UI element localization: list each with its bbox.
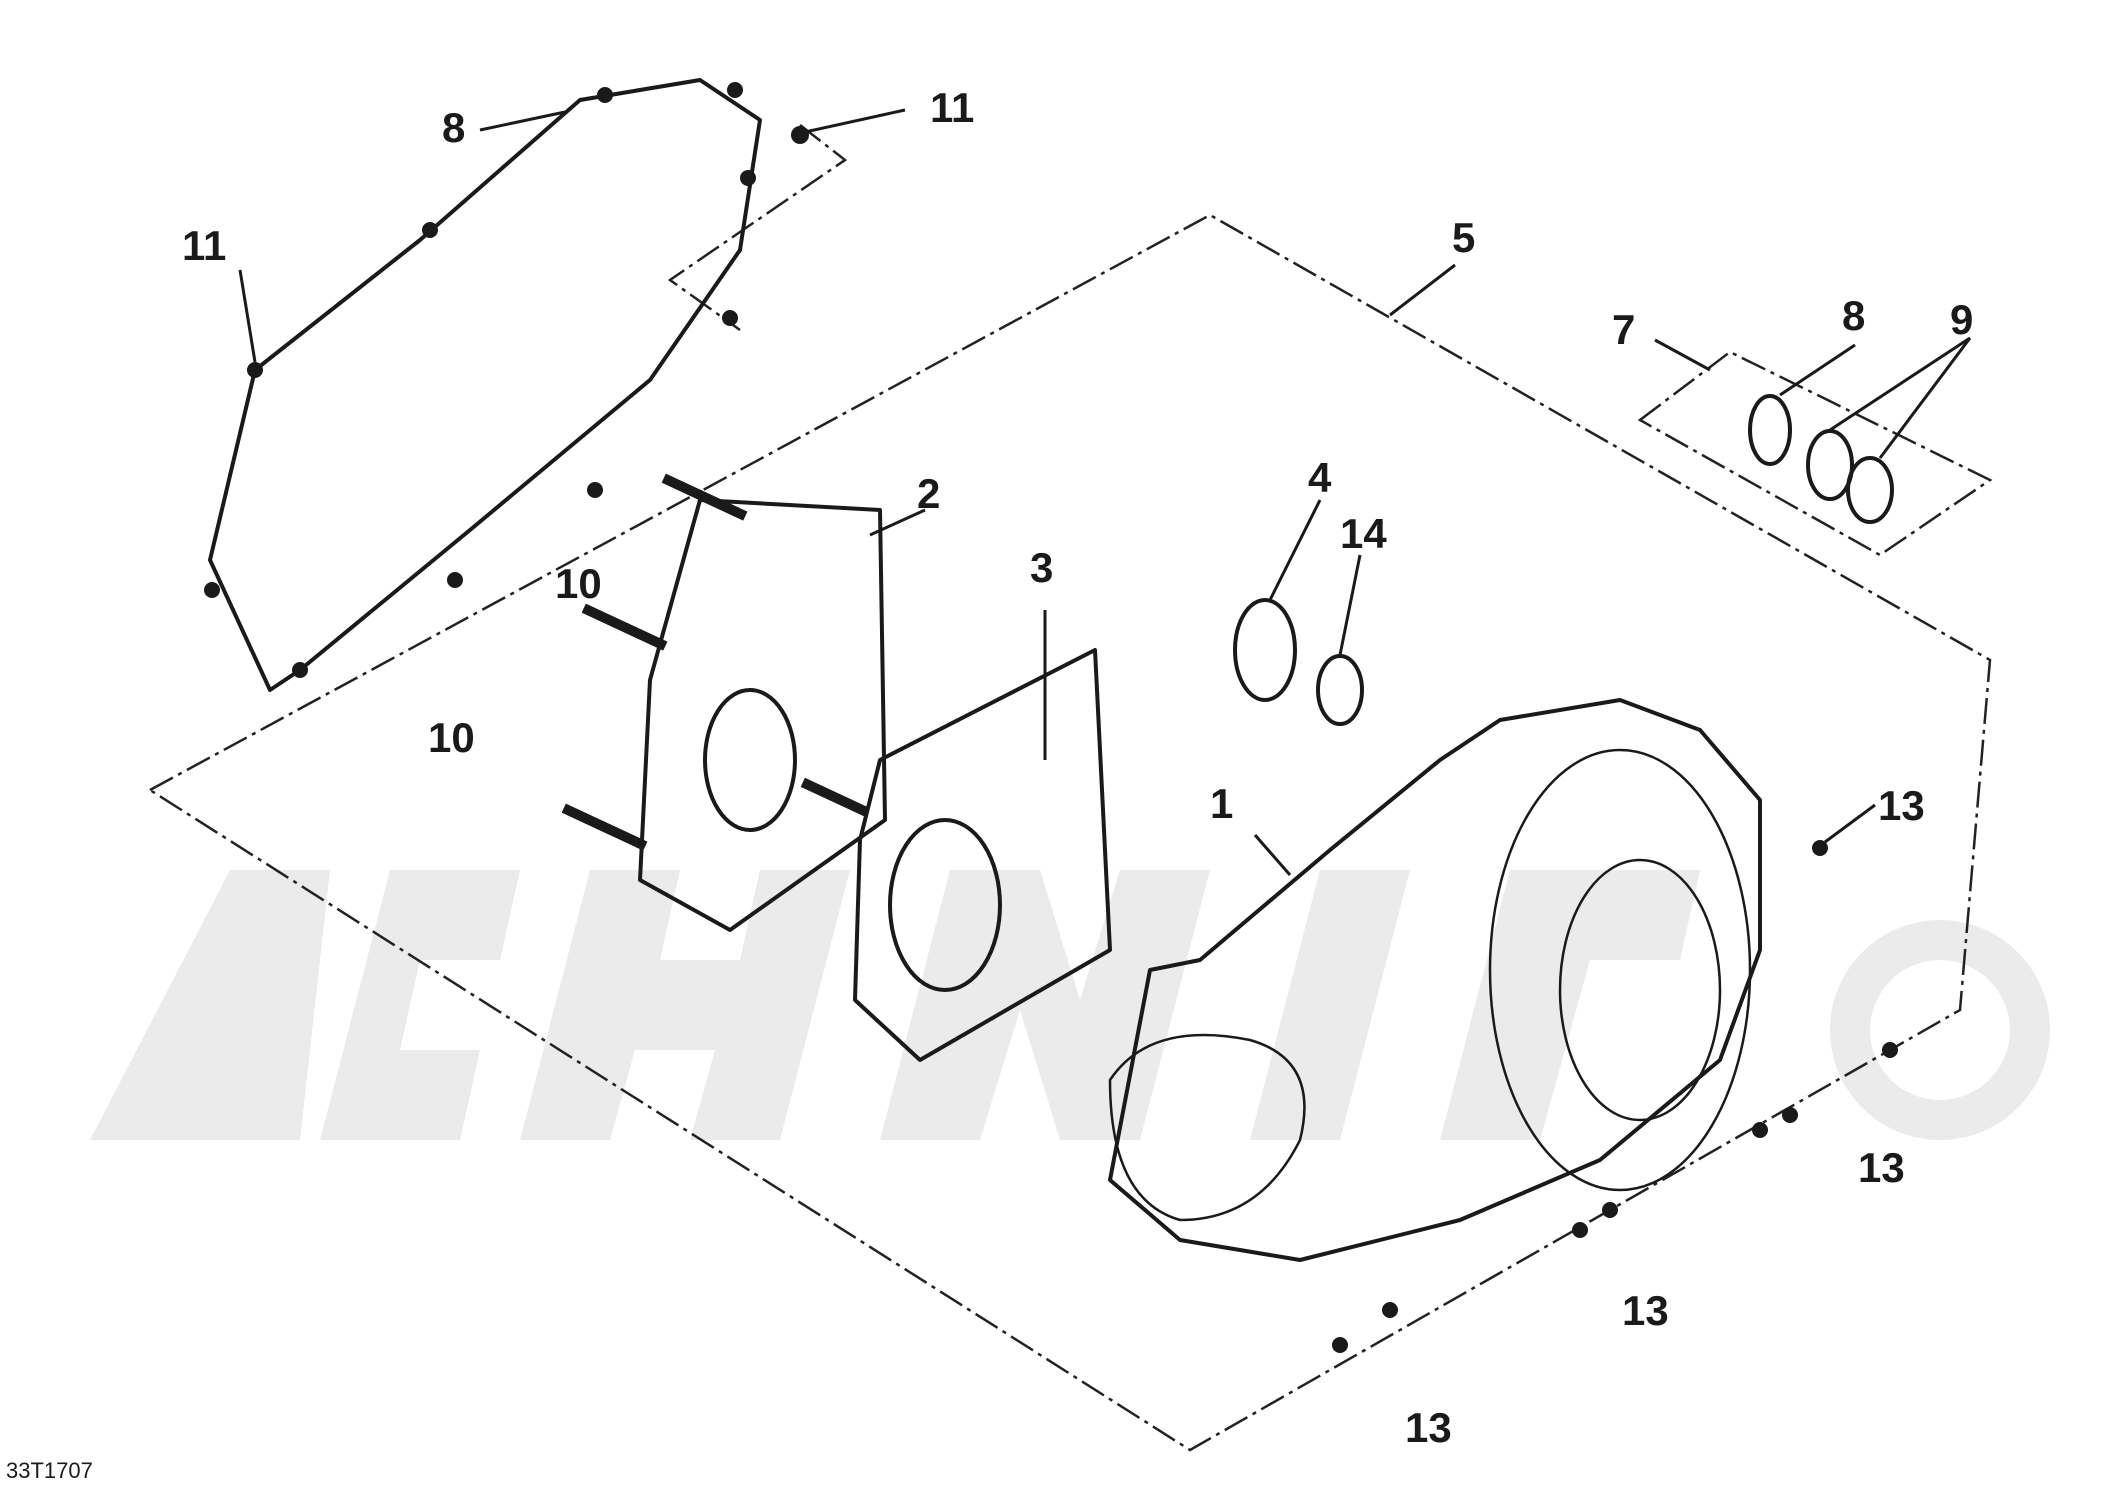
callout-5: 5 — [1452, 214, 1475, 261]
callout-13d: 13 — [1405, 1404, 1452, 1451]
group-11-outline — [667, 124, 848, 332]
outer-clutch-cover — [1108, 698, 1762, 1262]
callout-13a: 13 — [1878, 782, 1925, 829]
reference-code: 33T1707 — [6, 1458, 93, 1483]
inner-cover-opening — [703, 688, 797, 832]
callout-11a: 11 — [930, 84, 974, 131]
callout-labels: 8 11 11 5 7 8 9 2 4 14 3 10 10 1 13 13 1… — [182, 84, 1973, 1451]
bearing — [1316, 654, 1364, 726]
plate-bolts — [561, 473, 869, 851]
callout-8b: 8 — [1842, 292, 1865, 339]
callout-10b: 10 — [428, 714, 475, 761]
cover-bolts — [1332, 840, 1898, 1353]
callout-8a: 8 — [442, 104, 465, 151]
watermark-logo — [90, 870, 2050, 1140]
callout-10a: 10 — [555, 560, 602, 607]
leader-lines — [238, 108, 1972, 876]
gasket-holes — [204, 82, 809, 678]
callout-4: 4 — [1308, 454, 1332, 501]
kit-ring-a — [1806, 429, 1854, 501]
callout-2: 2 — [917, 470, 940, 517]
kit-bearing — [1748, 394, 1792, 466]
callout-13c: 13 — [1622, 1287, 1669, 1334]
callout-3: 3 — [1030, 544, 1053, 591]
assembly-5-outline — [147, 213, 1992, 1452]
cover-intake-duct — [1108, 1033, 1306, 1222]
o-ring — [1233, 598, 1297, 702]
cover-dome-outer — [1488, 748, 1752, 1192]
seal-plate-opening — [888, 818, 1002, 992]
callout-11b: 11 — [182, 222, 226, 269]
cover-gasket — [208, 78, 762, 692]
inner-cover-plate — [638, 498, 887, 932]
kit-7-outline — [1637, 350, 1993, 557]
callout-1: 1 — [1210, 780, 1233, 827]
callout-13b: 13 — [1858, 1144, 1905, 1191]
callout-7: 7 — [1612, 306, 1635, 353]
callout-9: 9 — [1950, 296, 1973, 343]
seal-plate — [853, 648, 1112, 1062]
callout-14: 14 — [1340, 510, 1387, 557]
cover-dome-inner — [1558, 858, 1722, 1122]
kit-ring-b — [1846, 456, 1894, 524]
